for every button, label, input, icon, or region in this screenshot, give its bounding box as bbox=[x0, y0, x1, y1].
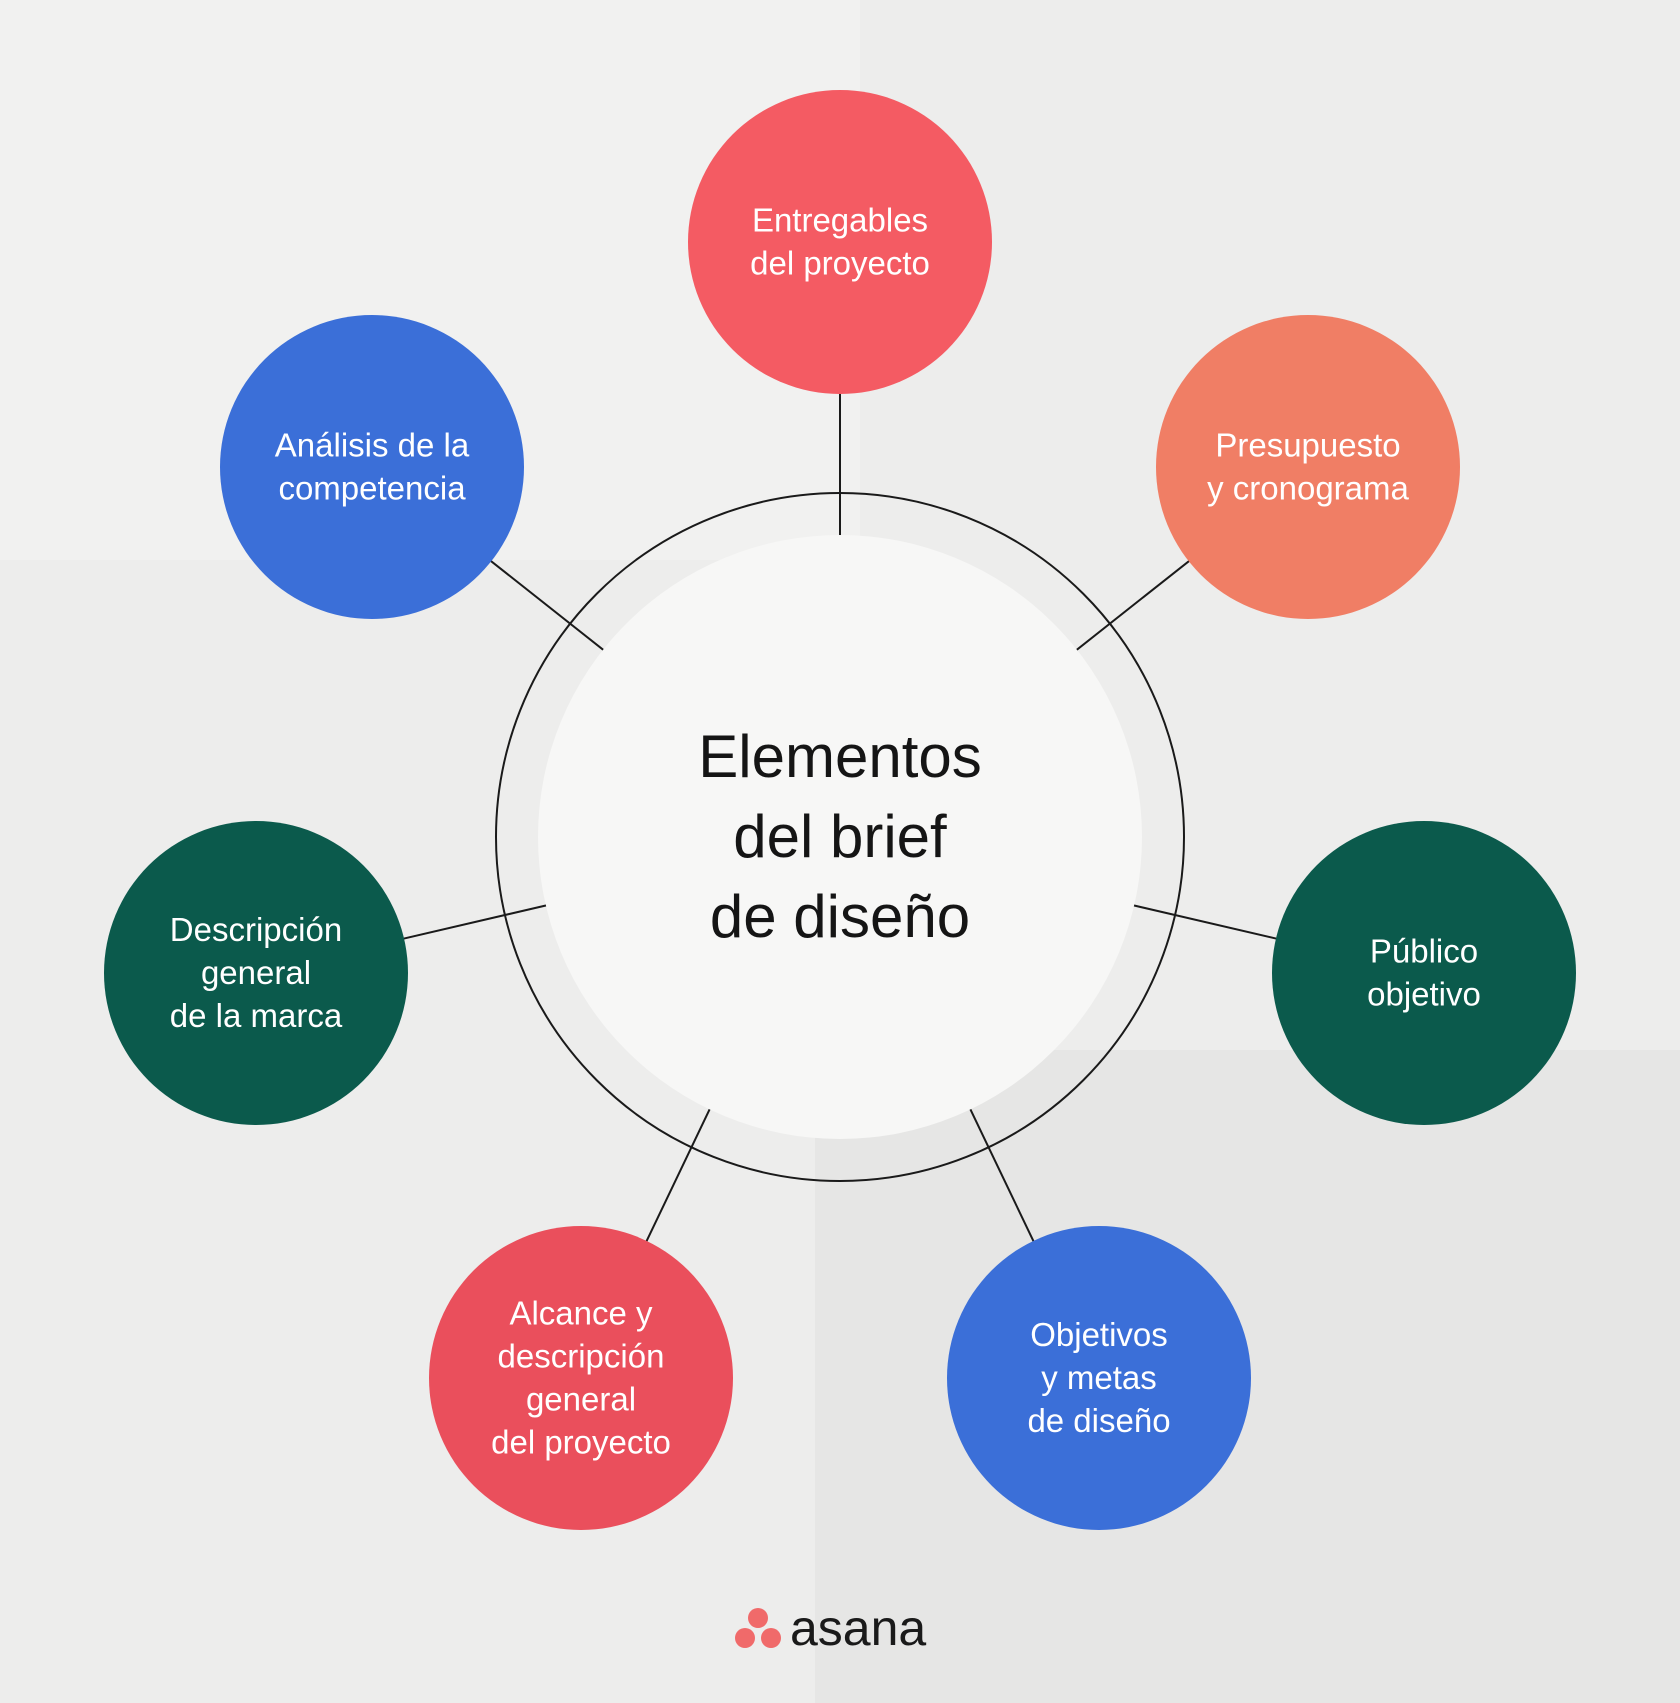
connector-presupuesto bbox=[1071, 558, 1193, 655]
connector-publico bbox=[1128, 903, 1281, 941]
connector-lines bbox=[399, 390, 1281, 1245]
node-circle bbox=[1156, 315, 1460, 619]
connector-objetivos bbox=[966, 1103, 1036, 1245]
node-circle bbox=[947, 1226, 1251, 1530]
node-circle bbox=[429, 1226, 733, 1530]
node-circle bbox=[104, 821, 408, 1125]
node-circle bbox=[688, 90, 992, 394]
asana-logo: asana bbox=[735, 1600, 926, 1656]
logo-dot-icon bbox=[761, 1628, 781, 1648]
logo-dot-icon bbox=[735, 1628, 755, 1648]
logo-dot-icon bbox=[748, 1608, 768, 1628]
node-circle bbox=[220, 315, 524, 619]
connector-alcance bbox=[644, 1103, 714, 1245]
node-circle bbox=[1272, 821, 1576, 1125]
logo-wordmark: asana bbox=[790, 1600, 926, 1656]
outer-ring bbox=[495, 492, 1185, 1182]
connector-descripcion-marca bbox=[399, 903, 552, 941]
center-circle bbox=[538, 535, 1142, 1139]
connector-analisis bbox=[487, 558, 609, 655]
